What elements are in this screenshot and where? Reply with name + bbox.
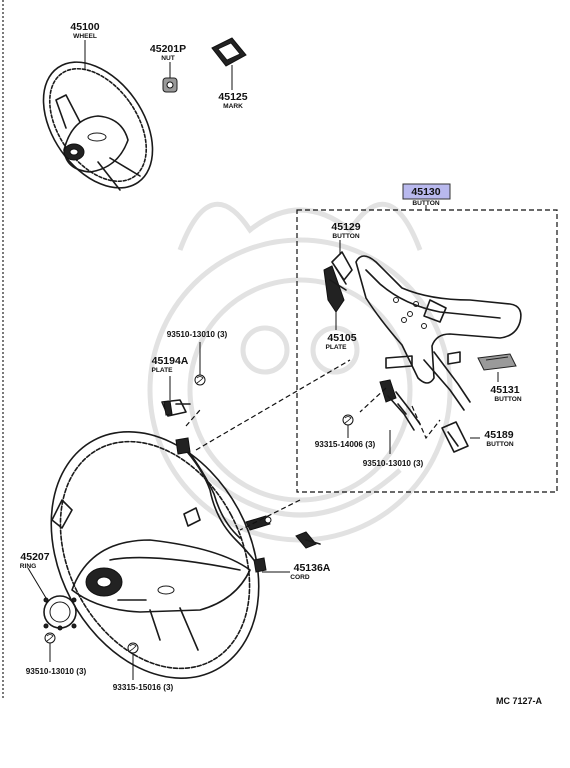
wheel-name: WHEEL <box>73 33 97 40</box>
ref-93315-15016: 93315-15016 (3) <box>113 683 174 692</box>
cord-name: CORD <box>290 574 310 581</box>
mark-number: 45125 <box>218 91 247 103</box>
plate-45194a-part <box>161 399 191 417</box>
nut-part <box>162 77 178 93</box>
box-inner-dashed-link-2 <box>359 387 387 413</box>
wheel-top-drawing <box>42 61 154 191</box>
button-45189-part <box>441 421 469 453</box>
ring-name: RING <box>20 563 36 570</box>
button-45129-part <box>331 251 353 285</box>
diagram-code: MC 7127-A <box>496 696 543 706</box>
button-45131-part <box>477 353 517 371</box>
ref-93510-top: 93510-13010 (3) <box>167 330 228 339</box>
ring-leader <box>27 567 47 599</box>
ref-93315-14006: 93315-14006 (3) <box>315 440 376 449</box>
button-assembly-name: BUTTON <box>412 200 440 207</box>
button-45189-number: 45189 <box>484 429 513 441</box>
button-number-highlight <box>402 183 451 200</box>
ref-93510-box: 93510-13010 (3) <box>363 459 424 468</box>
button-45129-number: 45129 <box>331 221 360 233</box>
cord-part <box>175 437 272 573</box>
plate-45105-number: 45105 <box>327 332 356 344</box>
screw-93315-15016 <box>127 642 139 654</box>
assembly-line-3 <box>239 499 301 531</box>
ring-number: 45207 <box>20 551 49 563</box>
button-45129-name: BUTTON <box>332 233 360 240</box>
wheel-number: 45100 <box>70 21 99 33</box>
button-assembly-number: 45130 <box>411 186 440 198</box>
button-assembly-box <box>296 209 558 493</box>
button-45189-name: BUTTON <box>486 441 514 448</box>
horn-pad-drawing <box>355 255 522 411</box>
plate-45105-name: PLATE <box>325 344 347 351</box>
box-inner-dashed-link <box>411 405 441 440</box>
contact-plate-parts <box>379 351 461 431</box>
clip-part <box>295 531 321 549</box>
assembly-line-1 <box>195 359 351 451</box>
watermark-emblem <box>147 201 453 543</box>
plate-45105-part <box>323 265 347 313</box>
assembly-line-2 <box>185 409 201 427</box>
mark-name: MARK <box>223 103 243 110</box>
button-45131-name: BUTTON <box>494 396 522 403</box>
cord-number: 45136A <box>294 562 331 574</box>
nut-number: 45201P <box>150 43 186 55</box>
screw-93510-top-left <box>194 374 206 386</box>
plate-45194a-number: 45194A <box>152 355 189 367</box>
nut-name: NUT <box>161 55 175 62</box>
screw-93315-14006 <box>342 414 354 426</box>
screw-93510-bottom-left <box>44 632 56 644</box>
mark-part <box>211 37 247 67</box>
ref-93510-bottom: 93510-13010 (3) <box>26 667 87 676</box>
button-45131-number: 45131 <box>490 384 519 396</box>
plate-45194a-name: PLATE <box>151 367 173 374</box>
ring-part <box>43 595 77 631</box>
